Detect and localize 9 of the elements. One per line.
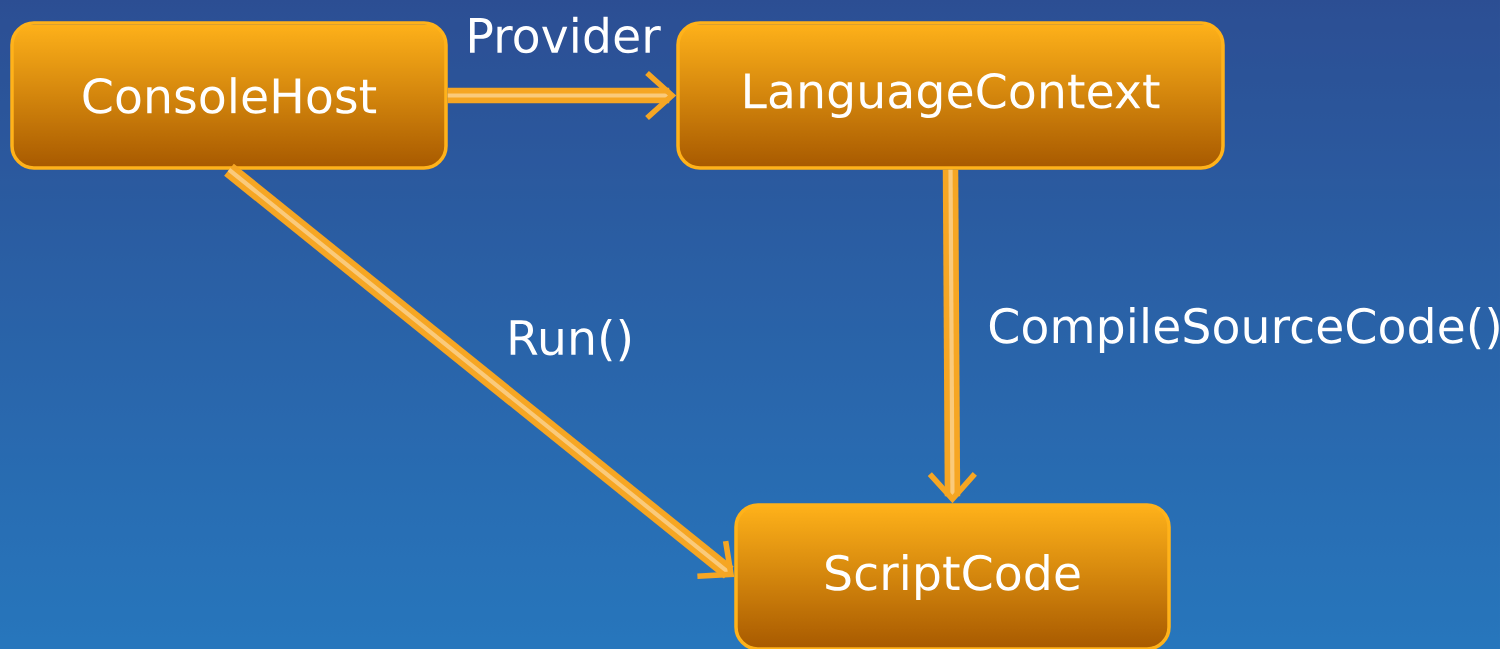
edge-label: CompileSourceCode() (989, 307, 1499, 353)
process-box: LanguageContext (676, 21, 1225, 170)
arrow (447, 70, 677, 121)
process-box: ConsoleHost (10, 21, 448, 170)
edge-label: Provider (470, 16, 661, 54)
process-box: ScriptCode (734, 503, 1171, 649)
arrow (224, 163, 735, 579)
edge-label: Run() (510, 318, 630, 362)
arrow (927, 169, 977, 504)
